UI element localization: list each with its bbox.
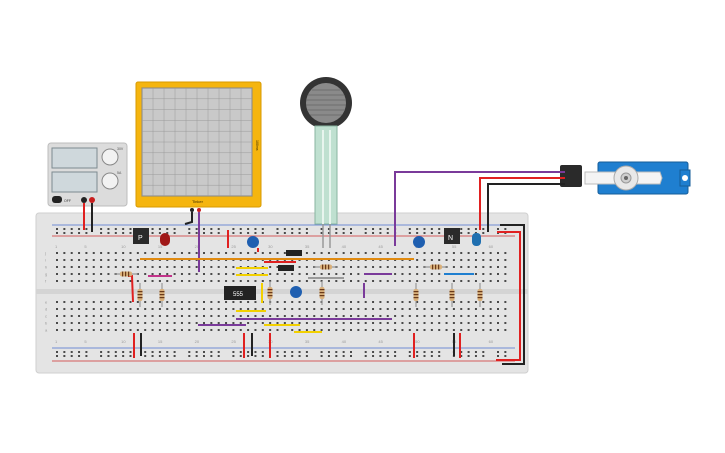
column-number: 50 <box>415 339 420 344</box>
column-number: 40 <box>342 244 347 249</box>
oscilloscope-side-label: 100ms <box>255 140 259 151</box>
ic-label: 555 <box>233 292 244 298</box>
power-supply-label-bottom: 5A <box>117 171 122 175</box>
row-letter: c <box>45 314 47 319</box>
column-number: 30 <box>268 244 273 249</box>
oscilloscope-grid <box>141 87 253 197</box>
blue-led[interactable] <box>472 233 481 246</box>
row-letter: d <box>45 307 47 312</box>
capacitors[interactable] <box>247 236 425 298</box>
npn-transistor[interactable]: N <box>444 228 460 244</box>
column-number: 25 <box>231 244 236 249</box>
column-number: 25 <box>231 339 236 344</box>
column-number: 5 <box>84 339 87 344</box>
column-number: 20 <box>195 339 200 344</box>
diodes[interactable] <box>278 250 302 271</box>
servo-motor[interactable] <box>560 161 691 195</box>
row-letter: b <box>45 321 48 326</box>
row-letter: f <box>45 279 47 284</box>
power-switch[interactable] <box>52 196 62 203</box>
column-number: 15 <box>158 339 163 344</box>
column-number: 10 <box>121 339 126 344</box>
pnp-label: P <box>138 235 143 242</box>
row-letter: j <box>44 251 46 256</box>
red-led[interactable] <box>160 233 170 246</box>
row-letter: a <box>45 328 48 333</box>
column-number: 45 <box>378 339 383 344</box>
column-number: 20 <box>195 244 200 249</box>
power-supply[interactable]: 30V 5A OFF <box>47 142 128 207</box>
column-number: 60 <box>489 339 494 344</box>
column-number: 55 <box>452 244 457 249</box>
force-sensor[interactable] <box>300 77 352 248</box>
row-letter: h <box>45 265 47 270</box>
column-number: 10 <box>121 244 126 249</box>
row-letter: e <box>45 300 48 305</box>
ic-555[interactable]: 555 <box>224 286 256 300</box>
oscilloscope[interactable]: Tinker 100ms <box>135 81 262 212</box>
row-letter: i <box>45 258 46 263</box>
current-knob[interactable] <box>101 172 119 190</box>
column-number: 15 <box>158 244 163 249</box>
negative-terminal[interactable] <box>81 197 87 203</box>
row-letter: g <box>45 272 47 277</box>
positive-terminal[interactable] <box>89 197 95 203</box>
power-supply-label-top: 30V <box>117 147 124 151</box>
column-number: 1 <box>55 339 58 344</box>
wires <box>83 171 565 365</box>
column-number: 35 <box>305 339 310 344</box>
column-number: 40 <box>342 339 347 344</box>
power-switch-label: OFF <box>64 199 71 203</box>
column-number: 60 <box>489 244 494 249</box>
oscilloscope-brand: Tinker <box>192 199 204 204</box>
column-number: 35 <box>305 244 310 249</box>
column-number: 45 <box>378 244 383 249</box>
column-number: 5 <box>84 244 87 249</box>
pnp-transistor[interactable]: P <box>133 228 149 244</box>
column-number: 1 <box>55 244 58 249</box>
voltage-knob[interactable] <box>101 148 119 166</box>
resistors[interactable] <box>114 264 483 308</box>
npn-label: N <box>448 235 453 242</box>
